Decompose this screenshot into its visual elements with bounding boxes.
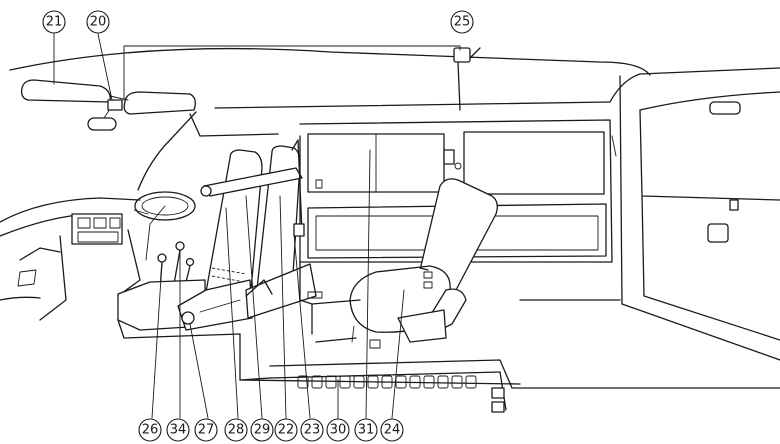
step-vent-slots <box>297 375 477 389</box>
callout-25: 25 <box>450 10 474 34</box>
callout-23: 23 <box>300 418 324 442</box>
callout-31: 31 <box>354 418 378 442</box>
svg-text:22: 22 <box>278 423 295 438</box>
rearview-mirror <box>87 99 123 131</box>
roof-outline <box>9 47 780 109</box>
svg-text:34: 34 <box>170 423 187 438</box>
seat-belt-anchor <box>291 47 481 237</box>
callout-30: 30 <box>326 418 350 442</box>
svg-text:29: 29 <box>254 423 271 438</box>
sun-visors <box>20 79 196 115</box>
callout-29: 29 <box>250 418 274 442</box>
side-door-windows <box>299 119 613 263</box>
bottom-leader-lines <box>151 149 405 419</box>
rear-cargo-area <box>519 75 780 361</box>
callout-28: 28 <box>224 418 248 442</box>
callout-27: 27 <box>194 418 218 442</box>
callout-22: 22 <box>274 418 298 442</box>
svg-text:23: 23 <box>304 423 321 438</box>
svg-text:25: 25 <box>454 15 471 30</box>
front-seat-driver <box>177 149 263 331</box>
svg-text:28: 28 <box>228 423 245 438</box>
svg-text:21: 21 <box>46 15 63 30</box>
svg-text:27: 27 <box>198 423 215 438</box>
svg-text:26: 26 <box>142 423 159 438</box>
seat-headrest-bar <box>200 167 303 197</box>
front-seat-passenger <box>211 145 317 319</box>
svg-text:20: 20 <box>90 15 107 30</box>
svg-text:31: 31 <box>358 423 375 438</box>
dashboard <box>0 197 141 321</box>
steering-wheel <box>133 191 196 261</box>
callout-21: 21 <box>42 10 66 34</box>
floor-step <box>239 291 780 413</box>
callout-26: 26 <box>138 418 162 442</box>
svg-text:30: 30 <box>330 423 347 438</box>
svg-text:24: 24 <box>384 423 401 438</box>
callout-20: 20 <box>86 10 110 34</box>
top-leader-lines <box>53 33 461 101</box>
rear-folding-seat <box>349 178 498 343</box>
callout-24: 24 <box>380 418 404 442</box>
callout-34: 34 <box>166 418 190 442</box>
a-pillar <box>137 111 279 191</box>
